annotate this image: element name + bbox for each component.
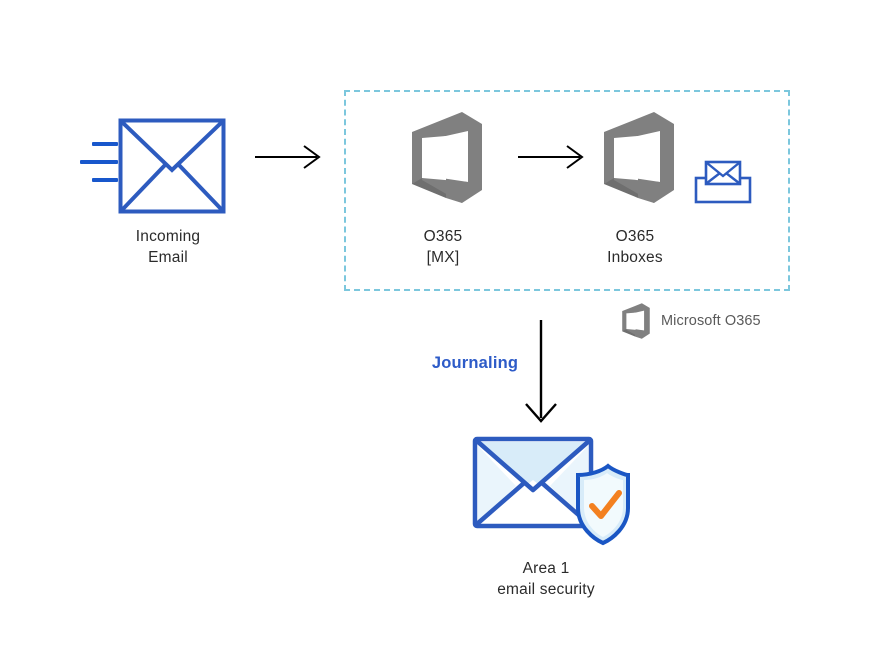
- node-area1-email-security[interactable]: [472, 436, 632, 546]
- office-365-logo-icon: [406, 110, 488, 205]
- office-365-logo-icon: [598, 110, 680, 205]
- node-incoming-email[interactable]: [78, 118, 228, 214]
- o365-boundary-box: [344, 90, 790, 291]
- label-area1-email-security: Area 1 email security: [497, 560, 595, 598]
- envelope-icon: [118, 118, 226, 214]
- arrow-mx-to-inboxes: [518, 143, 584, 171]
- label-o365-mx: O365 [MX]: [423, 228, 463, 266]
- motion-lines-icon: [78, 142, 120, 190]
- legend-label-microsoft-o365: Microsoft O365: [661, 313, 761, 329]
- motion-line-3: [92, 178, 118, 182]
- node-o365-mx[interactable]: [406, 110, 488, 205]
- arrow-incoming-to-mx: [255, 143, 321, 171]
- motion-line-1: [92, 142, 118, 146]
- inbox-tray-icon: [694, 160, 752, 204]
- edge-label-journaling: Journaling: [431, 354, 519, 372]
- node-o365-inboxes[interactable]: [598, 110, 680, 205]
- arrow-inboxes-to-area1: [520, 320, 564, 424]
- label-o365-inboxes: O365 Inboxes: [607, 228, 663, 266]
- legend-item-microsoft-o365: Microsoft O365: [620, 302, 761, 340]
- office-365-logo-icon: [620, 302, 652, 340]
- secure-email-shield-icon: [472, 436, 632, 546]
- motion-line-2: [80, 160, 118, 164]
- label-incoming-email: Incoming Email: [135, 228, 201, 266]
